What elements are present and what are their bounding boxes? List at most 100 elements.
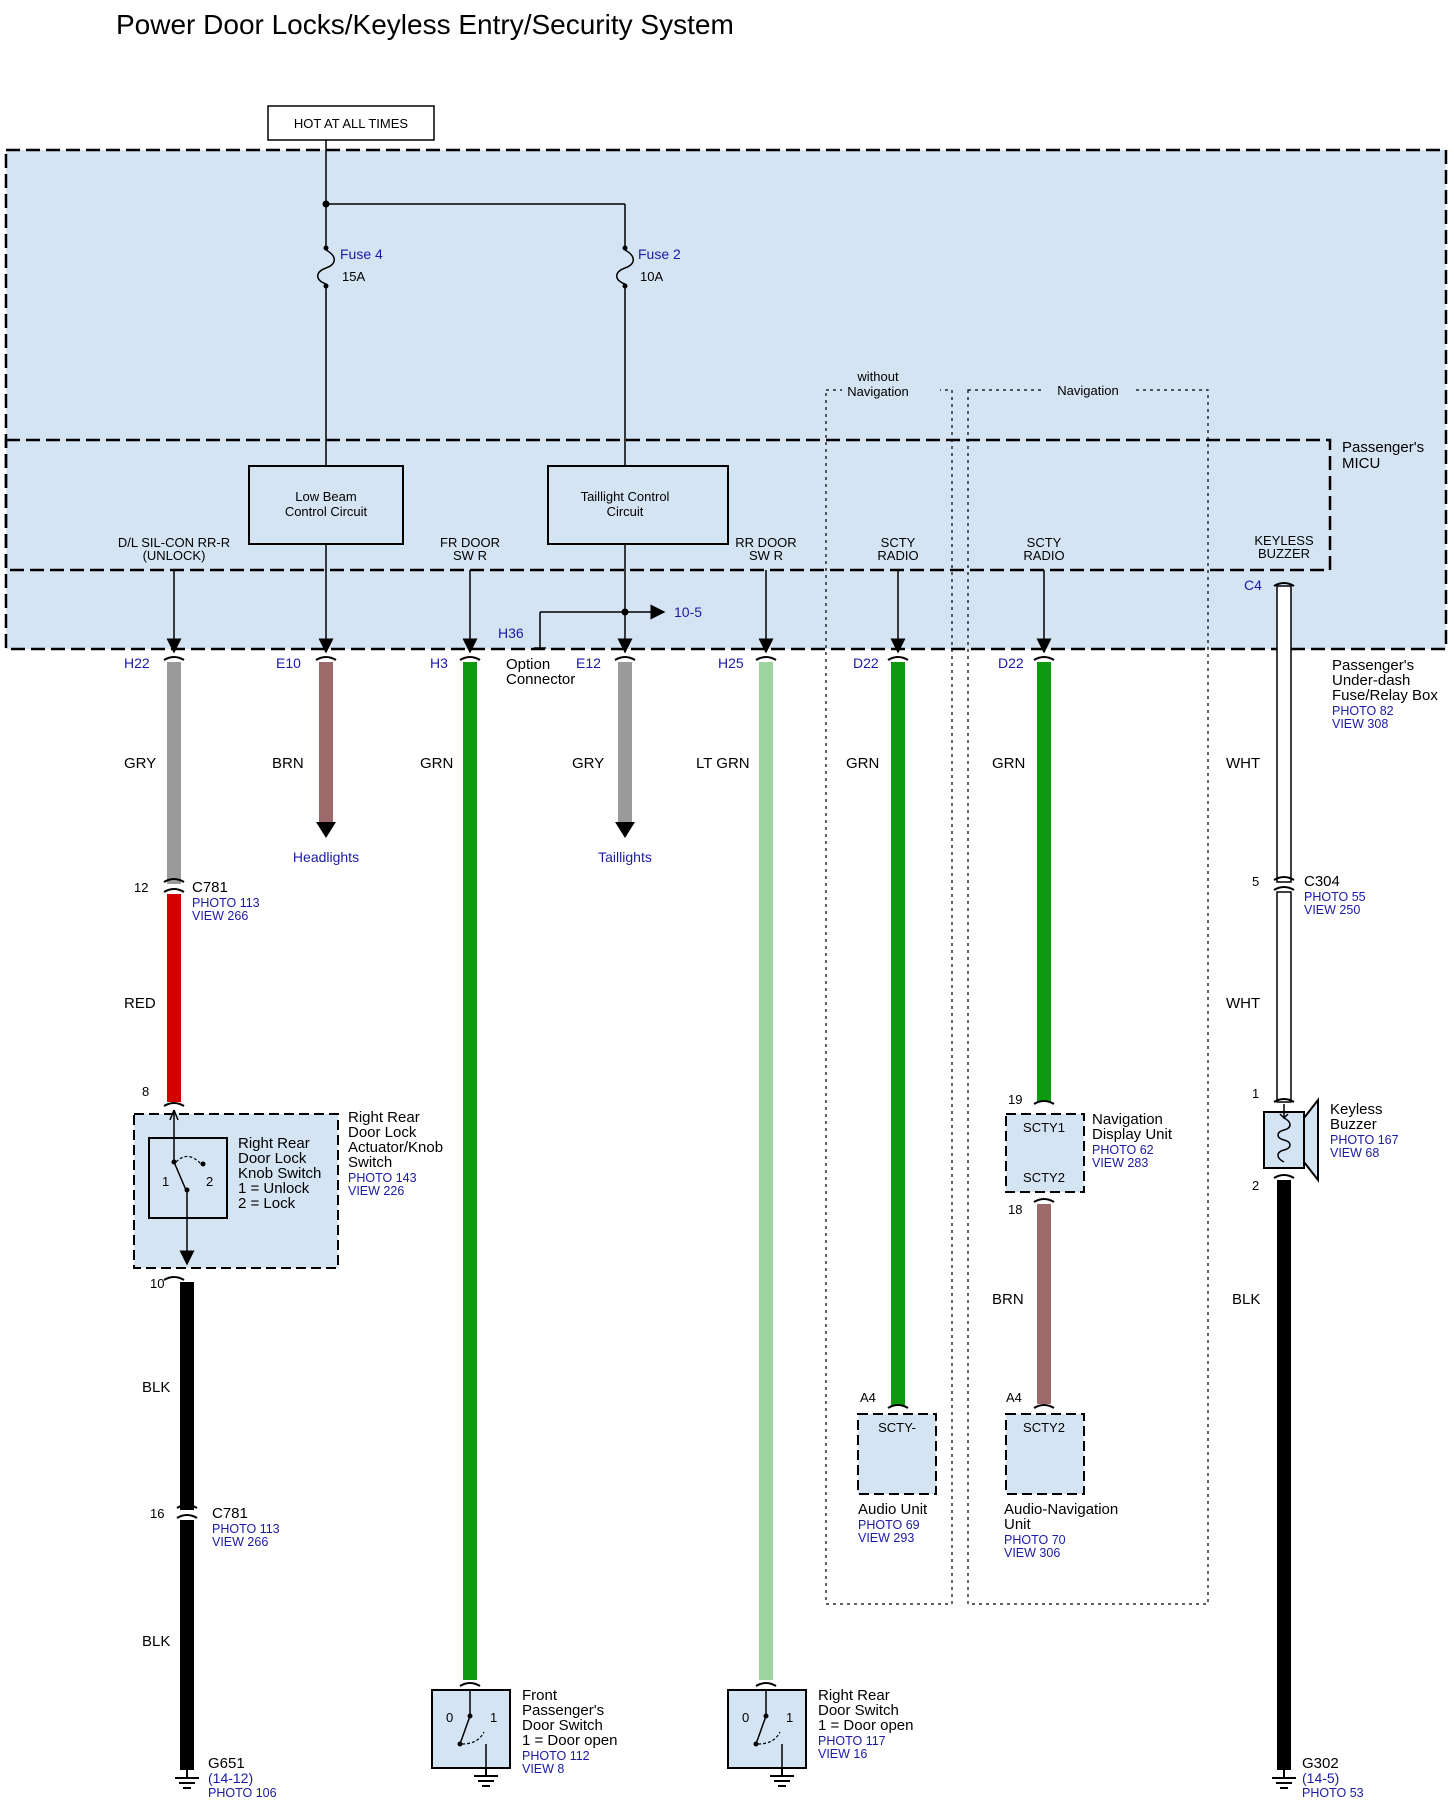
nav-display-photo[interactable]: PHOTO 62 (1092, 1143, 1154, 1157)
terminal-scty-radio-a: SCTY (881, 535, 916, 550)
fuse-relay-box (4, 148, 1448, 651)
c781-bot-name: C781 (212, 1505, 248, 1522)
ref-10-5[interactable]: 10-5 (674, 604, 702, 620)
nav-display-label-1: Navigation (1092, 1111, 1163, 1128)
pin-8: 8 (142, 1084, 149, 1099)
rear-switch-pos-0: 0 (742, 1710, 749, 1725)
connector-h22: H22 (124, 655, 150, 671)
taillight-control-circuit (547, 465, 729, 545)
g651-photo[interactable]: PHOTO 106 (208, 1786, 277, 1800)
fuse-box-photo[interactable]: PHOTO 82 (1332, 704, 1394, 718)
g651-ref[interactable]: (14-12) (208, 1770, 253, 1786)
option-connector-2: Connector (506, 671, 575, 688)
taillights-link[interactable]: Taillights (598, 849, 652, 865)
page-title: Power Door Locks/Keyless Entry/Security … (116, 9, 734, 40)
wire-grn-audio-unit (891, 662, 905, 1406)
fuse-box-label-1: Passenger's (1332, 657, 1414, 674)
wire-gry-taillights (618, 662, 632, 822)
rear-switch-pos-1: 1 (786, 1710, 793, 1725)
buzzer-view[interactable]: VIEW 68 (1330, 1146, 1379, 1160)
micu-label-1: Passenger's (1342, 439, 1424, 456)
rear-door-switch (727, 1689, 807, 1769)
connector-h25: H25 (718, 655, 744, 671)
micu-label-2: MICU (1342, 455, 1380, 472)
rear-switch-label-1: Right Rear (818, 1687, 890, 1704)
actuator-label-1: Right Rear (348, 1109, 420, 1126)
navigation-label: Navigation (1057, 383, 1118, 398)
connector-d22-b: D22 (998, 655, 1024, 671)
headlights-link[interactable]: Headlights (293, 849, 359, 865)
wire-label-gry-2: GRY (572, 755, 604, 772)
pin-10: 10 (150, 1276, 164, 1291)
terminal-scty-radio-b: SCTY (1027, 535, 1062, 550)
wire-label-grn-3: GRN (992, 755, 1025, 772)
audio-nav-view[interactable]: VIEW 306 (1004, 1546, 1060, 1560)
terminal-scty-radio-a-2: RADIO (877, 548, 918, 563)
knob-switch-label-1: Right Rear (238, 1135, 310, 1152)
low-beam-control-circuit (248, 465, 404, 545)
rear-switch-view[interactable]: VIEW 16 (818, 1747, 867, 1761)
nav-display-view[interactable]: VIEW 283 (1092, 1156, 1148, 1170)
c781-top-photo[interactable]: PHOTO 113 (192, 896, 260, 910)
c781-top-pin: 12 (134, 880, 148, 895)
wire-blk-2 (180, 1520, 194, 1770)
wire-label-grn-1: GRN (420, 755, 453, 772)
front-switch-label-3: Door Switch (522, 1717, 603, 1734)
audio-nav-label-1: Audio-Navigation (1004, 1501, 1118, 1518)
actuator-photo[interactable]: PHOTO 143 (348, 1171, 417, 1185)
actuator-label-3: Actuator/Knob (348, 1139, 443, 1156)
terminal-scty-radio-b-2: RADIO (1023, 548, 1064, 563)
knob-switch (148, 1137, 228, 1219)
g651-name: G651 (208, 1755, 245, 1772)
navigation-display-unit (1005, 1113, 1085, 1193)
actuator-label-4: Switch (348, 1154, 392, 1171)
front-switch-photo[interactable]: PHOTO 112 (522, 1749, 590, 1763)
c304-photo[interactable]: PHOTO 55 (1304, 890, 1366, 904)
buzzer-photo[interactable]: PHOTO 167 (1330, 1133, 1399, 1147)
low-beam-label-1: Low Beam (295, 489, 356, 504)
audio-unit-view[interactable]: VIEW 293 (858, 1531, 914, 1545)
pin-a4-audio: A4 (860, 1390, 876, 1405)
pin-a4-audio-nav: A4 (1006, 1390, 1022, 1405)
c304-view[interactable]: VIEW 250 (1304, 903, 1360, 917)
g302-ref[interactable]: (14-5) (1302, 1770, 1339, 1786)
knob-switch-label-3: Knob Switch (238, 1165, 321, 1182)
rear-switch-photo[interactable]: PHOTO 117 (818, 1734, 886, 1748)
audio-navigation-unit (1005, 1413, 1085, 1495)
fuse-2 (616, 245, 634, 289)
fuse-4 (317, 245, 335, 289)
audio-unit-photo[interactable]: PHOTO 69 (858, 1518, 920, 1532)
pin-2: 2 (1252, 1178, 1259, 1193)
c781-top-view[interactable]: VIEW 266 (192, 909, 248, 923)
c781-bot-view[interactable]: VIEW 266 (212, 1535, 268, 1549)
audio-nav-label-2: Unit (1004, 1516, 1032, 1533)
terminal-keyless-buzzer-2: BUZZER (1258, 546, 1310, 561)
micu-box (4, 438, 1332, 572)
fuse-box-view[interactable]: VIEW 308 (1332, 717, 1388, 731)
buzzer-label-2: Buzzer (1330, 1116, 1377, 1133)
connector-h3: H3 (430, 655, 448, 671)
knob-switch-label-5: 2 = Lock (238, 1195, 296, 1212)
front-switch-view[interactable]: VIEW 8 (522, 1762, 564, 1776)
knob-switch-label-4: 1 = Unlock (238, 1180, 310, 1197)
wire-label-red: RED (124, 995, 156, 1012)
actuator-view[interactable]: VIEW 226 (348, 1184, 404, 1198)
fuse-4-rating: 15A (342, 269, 365, 284)
wire-red (167, 894, 181, 1102)
c781-bot-photo[interactable]: PHOTO 113 (212, 1522, 280, 1536)
audio-nav-photo[interactable]: PHOTO 70 (1004, 1533, 1066, 1547)
connector-e12: E12 (576, 655, 601, 671)
c781-top-name: C781 (192, 879, 228, 896)
terminal-dl-unlock-2: (UNLOCK) (143, 548, 206, 563)
wire-label-wht-2: WHT (1226, 995, 1260, 1012)
fuse-2-name: Fuse 2 (638, 246, 681, 262)
g302-photo[interactable]: PHOTO 53 (1302, 1786, 1364, 1800)
wire-label-ltgrn: LT GRN (696, 755, 750, 772)
nav-display-pin-in: SCTY1 (1023, 1120, 1065, 1135)
nav-display-label-2: Display Unit (1092, 1126, 1173, 1143)
actuator-label-2: Door Lock (348, 1124, 417, 1141)
front-switch-pos-1: 1 (490, 1710, 497, 1725)
wire-grn-front-switch (463, 662, 477, 1680)
wire-label-blk-1: BLK (142, 1379, 170, 1396)
wire-brn-audio-nav (1037, 1204, 1051, 1404)
